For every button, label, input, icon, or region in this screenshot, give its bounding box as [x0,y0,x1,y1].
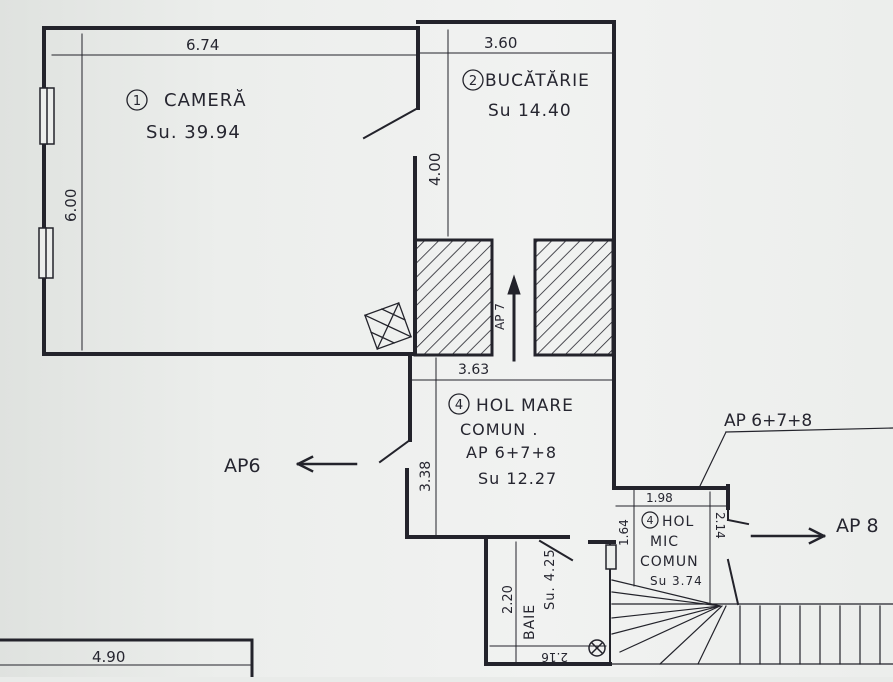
dim-6-00: 6.00 [62,189,80,222]
leader-ap678 [699,427,893,487]
dim-3-63: 3.63 [458,362,489,378]
dim-1-98: 1.98 [646,491,673,505]
label-ap6: AP6 [224,455,261,477]
dim-6-74: 6.74 [186,36,219,54]
room-hol-mic-name3: COMUN [640,554,699,570]
door-camera [362,106,420,140]
hol-mare-walls [405,352,730,544]
dim-2-20: 2.20 [501,585,516,614]
room-hol-mare-label: 4 HOL MARE COMUN . AP 6+7+8 Su 12.27 [448,393,574,488]
door-hol-mare [378,438,412,464]
room-hol-mare-name2: COMUN . [460,420,538,439]
camera-walls [42,26,420,356]
room-bucatarie-number: 2 [469,74,477,89]
label-ap7: AP 7 [493,303,507,330]
room-hol-mare-area: Su 12.27 [478,469,557,488]
dim-2-14: 2.14 [713,512,727,539]
room-hol-mic-name2: MIC [650,534,679,550]
room-camera-area: Su. 39.94 [146,122,241,143]
room-baie-label: BAIE Su. 4.25 [522,548,558,640]
dim-4-90: 4.90 [92,648,125,666]
room-bucatarie-label: 2 BUCĂTĂRIE Su 14.40 [462,69,590,121]
room-camera-number: 1 [133,94,141,109]
dim-1-64: 1.64 [617,519,631,546]
staircase [611,579,893,665]
dim-2-16: 2.16 [541,650,568,664]
room-hol-mic-area: Su 3.74 [650,574,703,588]
door-hol-mic [726,518,750,526]
window-left-top [39,87,55,145]
hatched-column-right [533,238,615,357]
baie-walls [484,538,612,666]
door-baie [538,539,574,562]
room-camera-label: 1 CAMERĂ Su. 39.94 [126,89,247,143]
room-hol-mic-number: 4 [647,514,654,527]
room-hol-mic-label: 4 HOL MIC COMUN Su 3.74 [640,511,703,588]
room-hol-mare-name: HOL MARE [476,396,574,416]
room-hol-mic-name: HOL [662,514,694,530]
room-hol-mare-name3: AP 6+7+8 [466,443,557,462]
room-hol-mare-number: 4 [455,398,463,413]
room-baie-name: BAIE [522,604,538,640]
dim-4-00: 4.00 [426,153,444,186]
dimension-lines [0,29,727,666]
hol-mic-walls [726,507,740,606]
hatched-column-left [413,238,494,357]
room-bucatarie-name: BUCĂTĂRIE [485,69,590,91]
stairs-up-arrow [507,274,521,362]
window-left-bottom [38,227,54,279]
label-ap678: AP 6+7+8 [724,411,812,431]
room-bucatarie-area: Su 14.40 [488,101,572,121]
room-camera-name: CAMERĂ [164,89,247,111]
vent-symbol [364,302,412,350]
adjacent-room-walls [0,638,254,679]
window-baie [605,544,617,570]
arrow-left-ap6 [296,455,358,473]
room-baie-area: Su. 4.25 [543,548,558,610]
dim-3-38: 3.38 [418,461,434,492]
dim-3-60: 3.60 [484,34,517,52]
drain-icon [588,639,606,657]
arrow-right-ap8 [750,527,826,545]
label-ap8: AP 8 [836,515,879,537]
